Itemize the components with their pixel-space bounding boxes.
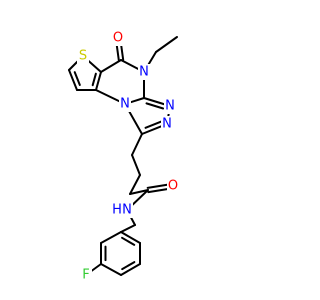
atom-label-h-amide: H	[112, 203, 122, 218]
bond-benzene-double-1	[121, 236, 136, 246]
bond-thiophene-double-2	[91, 72, 97, 87]
atom-label-o-amide-bg	[167, 178, 179, 194]
bond-layer	[68, 36, 178, 276]
bond-ethyl	[155, 36, 178, 53]
atom-label-s-bg	[77, 48, 89, 64]
atom-label-n-triazole-b: N	[162, 117, 172, 132]
atom-label-n-amide: N	[122, 203, 132, 218]
atom-label-f: F	[82, 268, 89, 283]
bond-triazole-double-2	[144, 120, 163, 129]
atom-label-n-triazole-a: N	[165, 99, 175, 114]
atom-label-n-amide-bg	[121, 202, 133, 218]
atom-label-f-bg	[80, 267, 92, 283]
atom-label-n-bridge: N	[120, 97, 130, 112]
bond-thiophene-fusion	[95, 71, 102, 91]
bond-benzene-6	[100, 231, 122, 244]
bond-thiophene-c-c-2	[68, 69, 78, 91]
atom-label-s: S	[79, 49, 87, 64]
atom-label-n-bridge-bg	[119, 96, 131, 112]
bond-benzene-4	[100, 263, 122, 276]
atom-label-n-ethyl: N	[139, 65, 149, 80]
bond-ch2-ring	[120, 224, 136, 233]
bond-benzene-3	[120, 263, 141, 276]
atom-label-o-amide: O	[168, 179, 178, 194]
bond-benzene-1	[120, 231, 141, 244]
atom-label-h-amide-bg	[111, 202, 123, 218]
bond-chain-1	[131, 133, 143, 156]
atom-label-n-triazole-a-bg	[164, 98, 176, 114]
atom-label-o-ring-bg	[112, 30, 124, 46]
bond-ring-c-carbonyl	[100, 59, 122, 73]
bond-triazole-double-1	[145, 102, 165, 110]
atom-label-n-ethyl-bg	[138, 64, 150, 80]
bond-chain-3	[129, 174, 141, 195]
atom-label-o-ring: O	[113, 31, 123, 46]
bond-thiophene-double-1	[73, 71, 81, 86]
atom-label-n-triazole-b-bg	[161, 116, 173, 132]
bond-benzene-double-2	[121, 261, 136, 271]
bond-chain-4	[129, 189, 149, 195]
bond-chain-2	[131, 154, 141, 176]
